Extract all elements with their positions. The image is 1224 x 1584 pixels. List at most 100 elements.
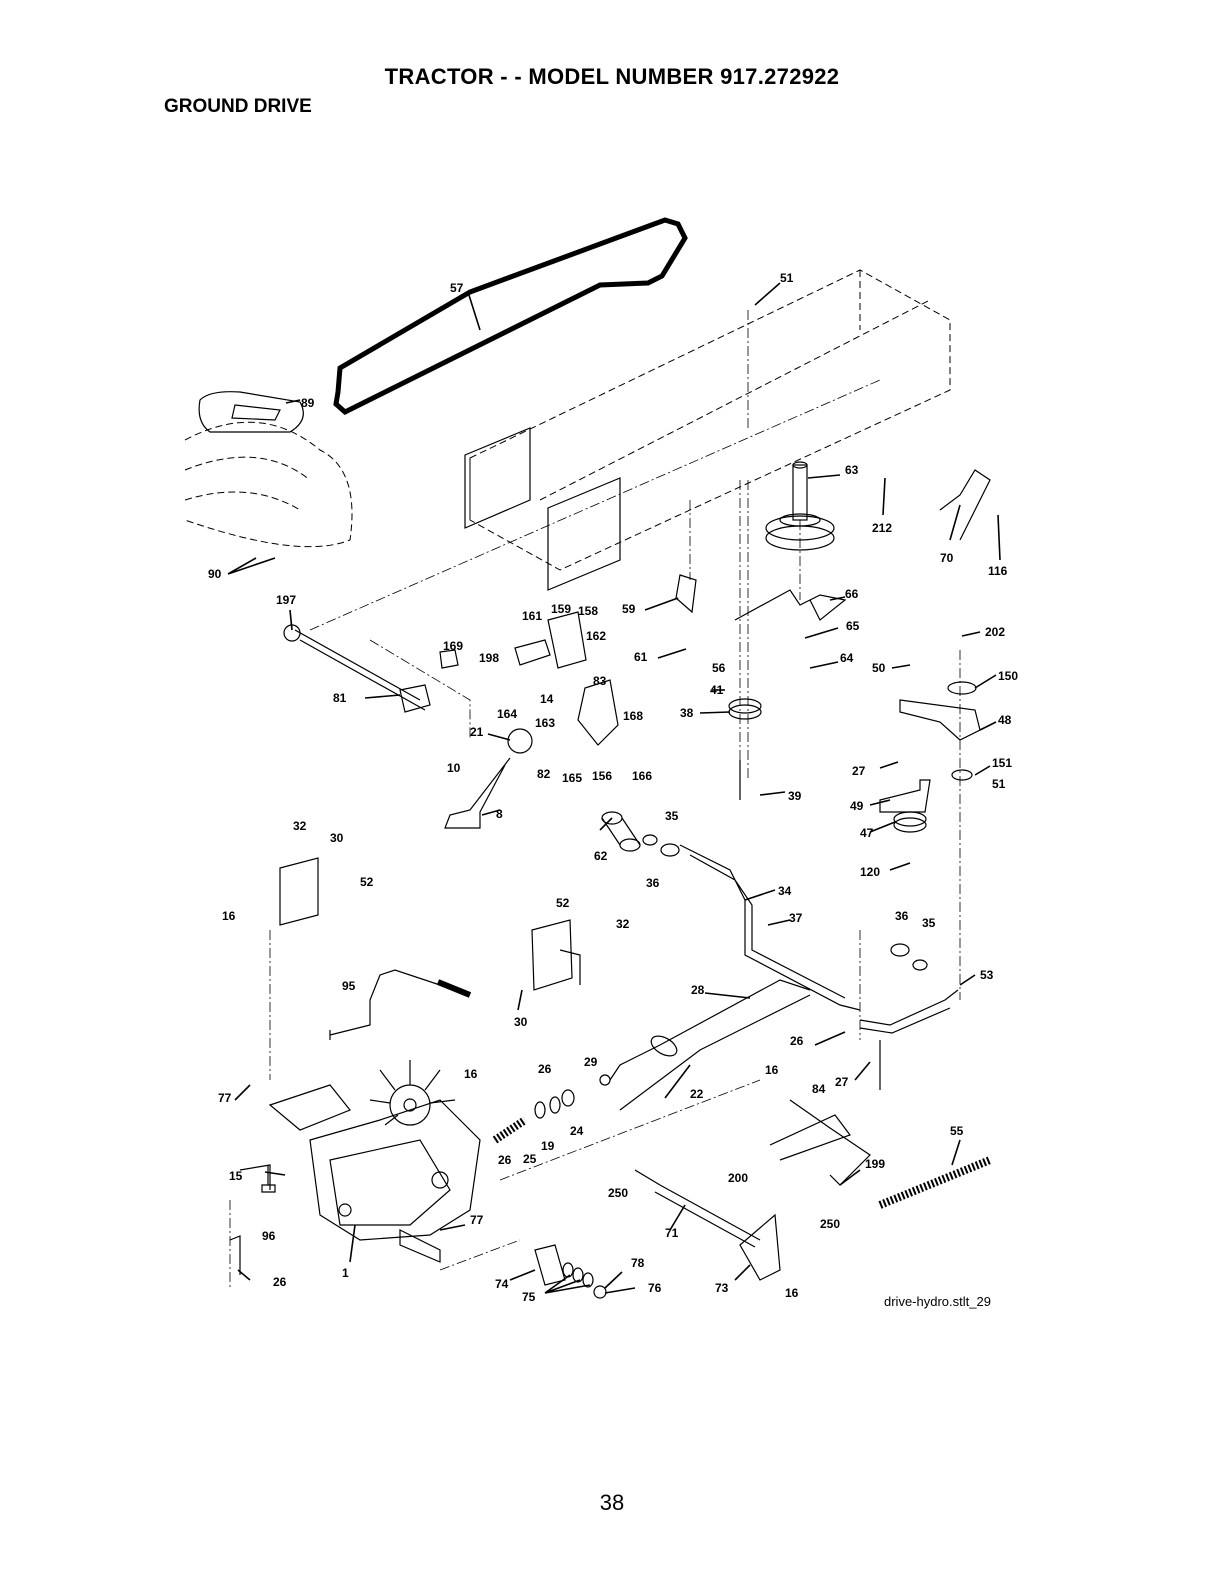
callout-22: 22: [690, 1087, 704, 1101]
callout-169: 169: [443, 639, 463, 653]
callout-150: 150: [998, 669, 1018, 683]
idler-pulley: [728, 698, 762, 720]
callout-51b: 51: [992, 777, 1006, 791]
callout-198: 198: [479, 651, 499, 665]
callout-30b: 30: [514, 1015, 528, 1029]
callout-34: 34: [778, 884, 792, 898]
callout-56: 56: [712, 661, 726, 675]
callout-70: 70: [940, 551, 954, 565]
callout-77: 77: [218, 1091, 232, 1105]
callout-36: 36: [646, 876, 660, 890]
leader-lines: [227, 282, 1001, 1294]
callout-51: 51: [780, 271, 794, 285]
callout-212: 212: [872, 521, 892, 535]
brake-rod: [769, 1114, 851, 1161]
callout-197: 197: [276, 593, 296, 607]
callout-96: 96: [262, 1229, 276, 1243]
callout-89: 89: [301, 396, 315, 410]
control-rod: [609, 979, 811, 1081]
callout-53: 53: [980, 968, 994, 982]
callout-116: 116: [988, 564, 1008, 578]
callout-250b: 250: [820, 1217, 840, 1231]
callout-50: 50: [872, 661, 886, 675]
callout-75: 75: [522, 1290, 536, 1304]
callout-55: 55: [950, 1124, 964, 1138]
transaxle: [239, 1060, 481, 1263]
bushing: [601, 811, 641, 852]
callout-21: 21: [470, 725, 484, 739]
callout-10: 10: [447, 761, 461, 775]
callout-73: 73: [715, 1281, 729, 1295]
callout-52b: 52: [556, 896, 570, 910]
callout-78: 78: [631, 1256, 645, 1270]
shift-shaft: [294, 629, 421, 701]
page-title: TRACTOR - - MODEL NUMBER 917.272922: [384, 64, 840, 89]
callout-16d: 16: [785, 1286, 799, 1300]
page-number: 38: [599, 1490, 625, 1515]
callout-numbers: 57 51 89 63 212 70 116 90 197 161 159 15…: [208, 271, 1018, 1304]
frame-bracket: [464, 427, 531, 529]
callout-84: 84: [812, 1082, 826, 1096]
callout-15: 15: [229, 1169, 243, 1183]
callout-24: 24: [570, 1124, 584, 1138]
callout-95: 95: [342, 979, 356, 993]
spring-bracket: [939, 469, 991, 541]
callout-81: 81: [333, 691, 347, 705]
control-bracket: [279, 857, 319, 926]
transmission-pulley: [765, 461, 835, 551]
callout-59: 59: [622, 602, 636, 616]
drive-belt: [333, 217, 688, 415]
callout-66: 66: [845, 587, 859, 601]
callout-162: 162: [586, 629, 606, 643]
callout-32: 32: [293, 819, 307, 833]
callout-16: 16: [222, 909, 236, 923]
callout-8: 8: [496, 807, 503, 821]
callout-158: 158: [578, 604, 598, 618]
shift-knob: [507, 728, 533, 754]
callout-76: 76: [648, 1281, 662, 1295]
callout-161: 161: [522, 609, 542, 623]
callout-164: 164: [497, 707, 517, 721]
shift-lever: [444, 757, 511, 829]
callout-156: 156: [592, 769, 612, 783]
drive-spring: [878, 1156, 992, 1209]
pedal-rod: [329, 969, 441, 1036]
callout-159: 159: [551, 602, 571, 616]
callout-77b: 77: [470, 1213, 484, 1227]
callout-16c: 16: [765, 1063, 779, 1077]
shift-bracket: [547, 611, 587, 669]
callout-25: 25: [523, 1152, 537, 1166]
seat: [198, 391, 304, 433]
callout-82: 82: [537, 767, 551, 781]
callout-90: 90: [208, 567, 222, 581]
callout-166: 166: [632, 769, 652, 783]
callout-39: 39: [788, 789, 802, 803]
idler-pulley-2: [893, 811, 927, 833]
callout-65: 65: [846, 619, 860, 633]
control-link: [659, 1184, 761, 1241]
callout-168: 168: [623, 709, 643, 723]
callout-28: 28: [691, 983, 705, 997]
callout-52: 52: [360, 875, 374, 889]
callout-49: 49: [850, 799, 864, 813]
callout-27b: 27: [835, 1075, 849, 1089]
callout-32b: 32: [616, 917, 630, 931]
callout-29: 29: [584, 1055, 598, 1069]
callout-61: 61: [634, 650, 648, 664]
callout-47: 47: [860, 826, 874, 840]
callout-16b: 16: [464, 1067, 478, 1081]
callout-14: 14: [540, 692, 554, 706]
callout-26: 26: [790, 1034, 804, 1048]
callout-26c: 26: [498, 1153, 512, 1167]
callout-26b: 26: [538, 1062, 552, 1076]
callout-83: 83: [593, 674, 607, 688]
callout-165: 165: [562, 771, 582, 785]
callout-120: 120: [860, 865, 880, 879]
callout-200: 200: [728, 1171, 748, 1185]
callout-30: 30: [330, 831, 344, 845]
callout-71: 71: [665, 1226, 679, 1240]
section-subtitle: GROUND DRIVE: [164, 96, 312, 117]
callout-199: 199: [865, 1157, 885, 1171]
callout-151: 151: [992, 756, 1012, 770]
